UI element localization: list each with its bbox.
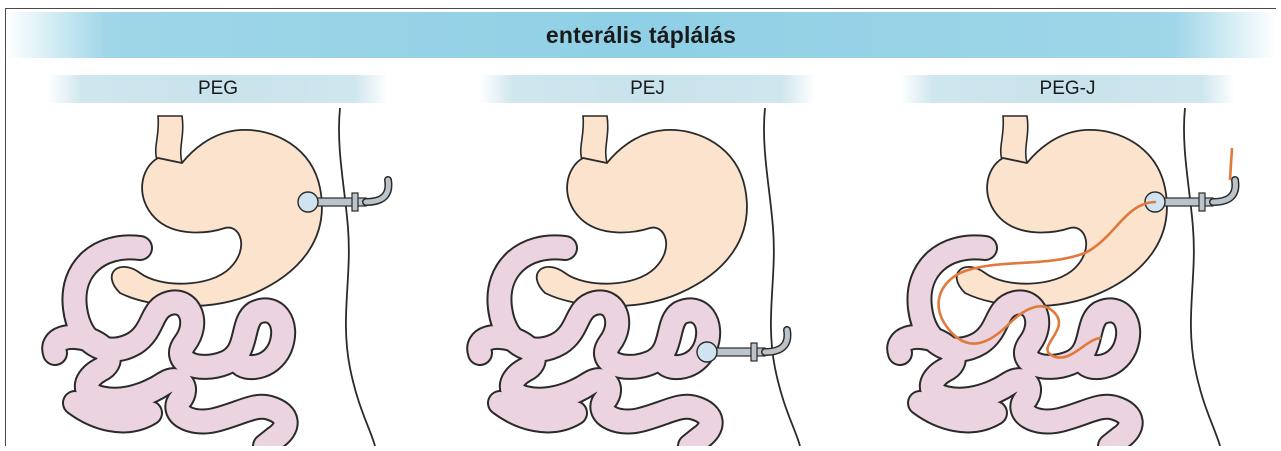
abdominal-wall-line [764,108,800,446]
anatomy [54,108,375,446]
peg-tube-balloon [298,192,318,212]
jejunal-port-line [1230,148,1232,180]
abdominal-wall-line [339,108,375,446]
pej-tube-balloon [697,342,717,362]
anatomy [479,108,800,446]
panel-banner-peg-j: PEG-J [900,75,1235,103]
esophagus-shape [1001,116,1028,163]
pej-tube-bolster [751,343,757,361]
figure-title: enterális táplálás [546,22,736,49]
panel-label-peg: PEG [198,78,238,100]
esophagus-shape [156,116,183,163]
panel-banner-peg: PEG [48,75,388,103]
panel-banner-pej: PEJ [480,75,815,103]
pegj-tube-bolster [1199,193,1205,211]
stomach-shape [957,130,1167,306]
panel-label-pej: PEJ [630,78,665,100]
title-banner: enterális táplálás [6,12,1276,58]
stomach-shape [112,130,322,306]
panel-label-peg-j: PEG-J [1040,78,1096,100]
peg-tube-bolster [352,193,358,211]
anatomy [899,108,1220,446]
esophagus-shape [581,116,608,163]
abdominal-wall-line [1184,108,1220,446]
peg-illustration [40,108,460,446]
peg-j-illustration [885,108,1281,446]
pej-illustration [465,108,885,446]
stomach-shape [537,130,747,306]
